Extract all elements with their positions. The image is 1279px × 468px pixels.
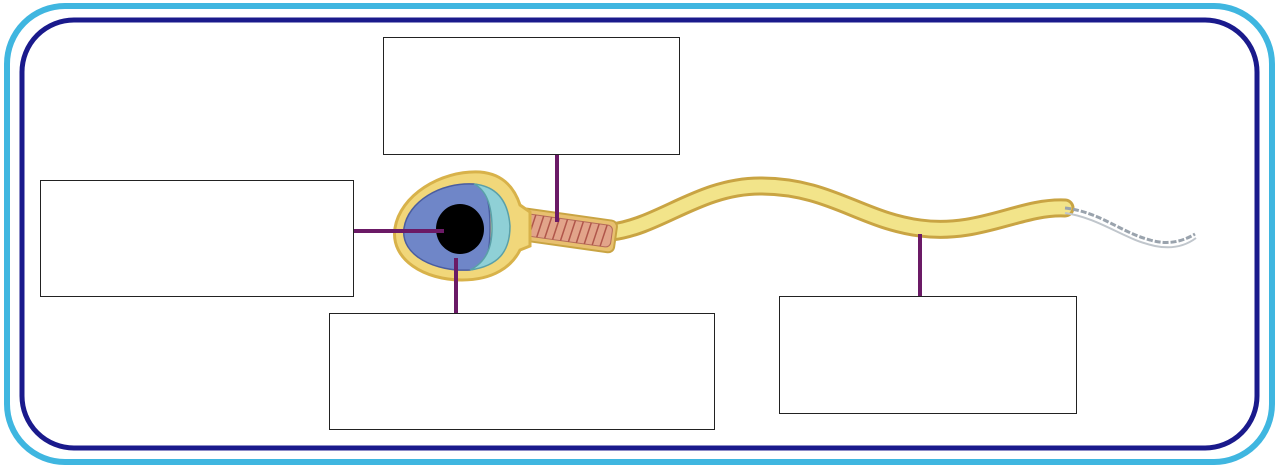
label-box-right[interactable] xyxy=(779,296,1077,414)
label-box-bottom[interactable] xyxy=(329,313,715,430)
label-bottom-text xyxy=(518,368,526,376)
label-left-text xyxy=(193,235,201,243)
label-top-text xyxy=(528,92,536,100)
label-right-text xyxy=(924,351,932,359)
label-box-top[interactable] xyxy=(383,37,680,155)
label-box-left[interactable] xyxy=(40,180,354,297)
